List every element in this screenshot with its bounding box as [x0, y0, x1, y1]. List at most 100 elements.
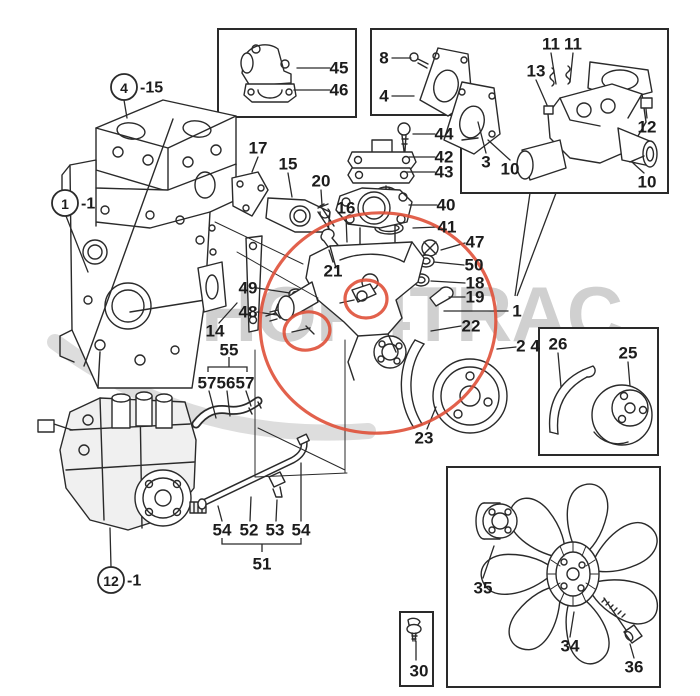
callout-label-11: 11	[542, 35, 560, 54]
callout-label-51: 51	[253, 555, 272, 574]
fan-blades	[480, 483, 659, 665]
callout-label-55: 55	[220, 341, 239, 360]
callout-label-22: 22	[462, 317, 481, 336]
callout-label-1: 1	[512, 302, 521, 321]
callout-label-13: 13	[527, 62, 546, 81]
callout-label-18: 18	[466, 274, 485, 293]
leader-line	[627, 361, 631, 387]
leader-line	[550, 52, 557, 85]
callout-label-24: 2 4	[516, 337, 540, 356]
leader-line	[109, 527, 112, 568]
callout-label-57: 57	[236, 374, 255, 393]
leader-line	[226, 390, 231, 417]
leader-line	[123, 99, 128, 119]
red-highlight-circle	[282, 310, 332, 352]
leader-line	[328, 249, 334, 263]
leader-line	[569, 52, 574, 83]
fan-inset-drawing	[475, 483, 659, 665]
callout-label-45: 45	[330, 59, 349, 78]
callout-label-46: 46	[330, 81, 349, 100]
thermostat-cover-inset-drawing	[240, 44, 297, 103]
leader-line	[433, 261, 465, 266]
leader-line	[645, 108, 648, 119]
callout-label-42: 42	[435, 148, 454, 167]
callout-label-49: 49	[239, 279, 258, 298]
belt-pulley-23-drawing	[400, 339, 508, 434]
circled-suffix: -15	[140, 80, 163, 97]
leader-line	[629, 643, 635, 659]
leader-line	[412, 226, 439, 229]
callout-label-15: 15	[279, 155, 298, 174]
callout-circle	[51, 189, 79, 217]
leader-line	[275, 499, 278, 522]
callout-label-30: 30	[410, 662, 429, 681]
water-pipe-drawing	[197, 433, 310, 510]
leader-line	[256, 287, 291, 294]
callout-label-54: 54	[292, 521, 311, 540]
callout-label-26: 26	[549, 335, 568, 354]
leader-line	[430, 280, 466, 284]
callout-label-14: 14	[206, 322, 225, 341]
callout-label-41: 41	[438, 218, 457, 237]
injection-pump-drawing	[37, 391, 207, 531]
callout-label-52: 52	[240, 521, 259, 540]
red-highlight-circle	[258, 211, 498, 435]
leader-line	[65, 215, 89, 273]
callout-label-17: 17	[249, 139, 268, 158]
callout-label-44: 44	[435, 125, 454, 144]
callout-label-3: 3	[481, 153, 490, 172]
leader-line	[251, 156, 259, 173]
callout-circle	[110, 73, 138, 101]
water-pump-detail-inset-drawing	[409, 47, 658, 181]
leader-line	[477, 121, 487, 154]
callout-label-25: 25	[619, 344, 638, 363]
leader-line	[218, 302, 238, 324]
circled-callout-4: 4 -15	[110, 73, 163, 101]
callout-label-20: 20	[312, 172, 331, 191]
callout-label-56: 56	[217, 374, 236, 393]
callout-circle	[97, 566, 125, 594]
bracket-line	[516, 192, 557, 297]
bolt-30-inset-drawing	[406, 617, 422, 642]
leader-line	[217, 505, 223, 522]
callout-label-16: 16	[337, 199, 356, 218]
red-highlight-circle	[343, 278, 389, 320]
callout-label-57: 57	[198, 374, 217, 393]
leader-line	[496, 346, 517, 350]
callout-label-23: 23	[415, 429, 434, 448]
circled-suffix: -1	[127, 573, 141, 590]
leader-line	[535, 79, 548, 106]
callout-label-43: 43	[435, 163, 454, 182]
callout-label-48: 48	[239, 303, 258, 322]
circled-number: 4	[120, 80, 128, 96]
leader-line	[208, 390, 217, 419]
bracket-line	[514, 192, 531, 297]
gasket-plate-14-drawing	[197, 235, 263, 333]
callout-label-47: 47	[466, 233, 485, 252]
leader-line	[487, 139, 511, 161]
leader-line	[569, 611, 575, 638]
callout-label-11: 11	[564, 35, 582, 54]
callout-label-35: 35	[474, 579, 493, 598]
callout-label-21: 21	[324, 262, 343, 281]
leader-line	[426, 406, 437, 430]
leader-line	[249, 496, 252, 522]
water-outlet-parts-drawing	[231, 171, 343, 256]
circled-callout-12: 12-1	[97, 566, 141, 594]
callout-label-12: 12	[638, 118, 657, 137]
circled-callout-1: 1-1	[51, 189, 95, 217]
leader-line	[345, 216, 348, 243]
pulley-belt-inset-drawing	[548, 365, 653, 446]
water-pump-assembly-drawing	[277, 187, 425, 381]
callout-label-50: 50	[465, 256, 484, 275]
engine-block-drawing	[59, 99, 237, 389]
callout-label-36: 36	[625, 658, 644, 677]
dipstick-tube-line	[83, 118, 174, 367]
bracket-line	[207, 366, 248, 372]
leader-line	[320, 189, 323, 206]
callout-label-10: 10	[501, 160, 520, 179]
leader-line	[245, 390, 252, 407]
callout-label-40: 40	[437, 196, 456, 215]
leader-line	[430, 325, 462, 332]
